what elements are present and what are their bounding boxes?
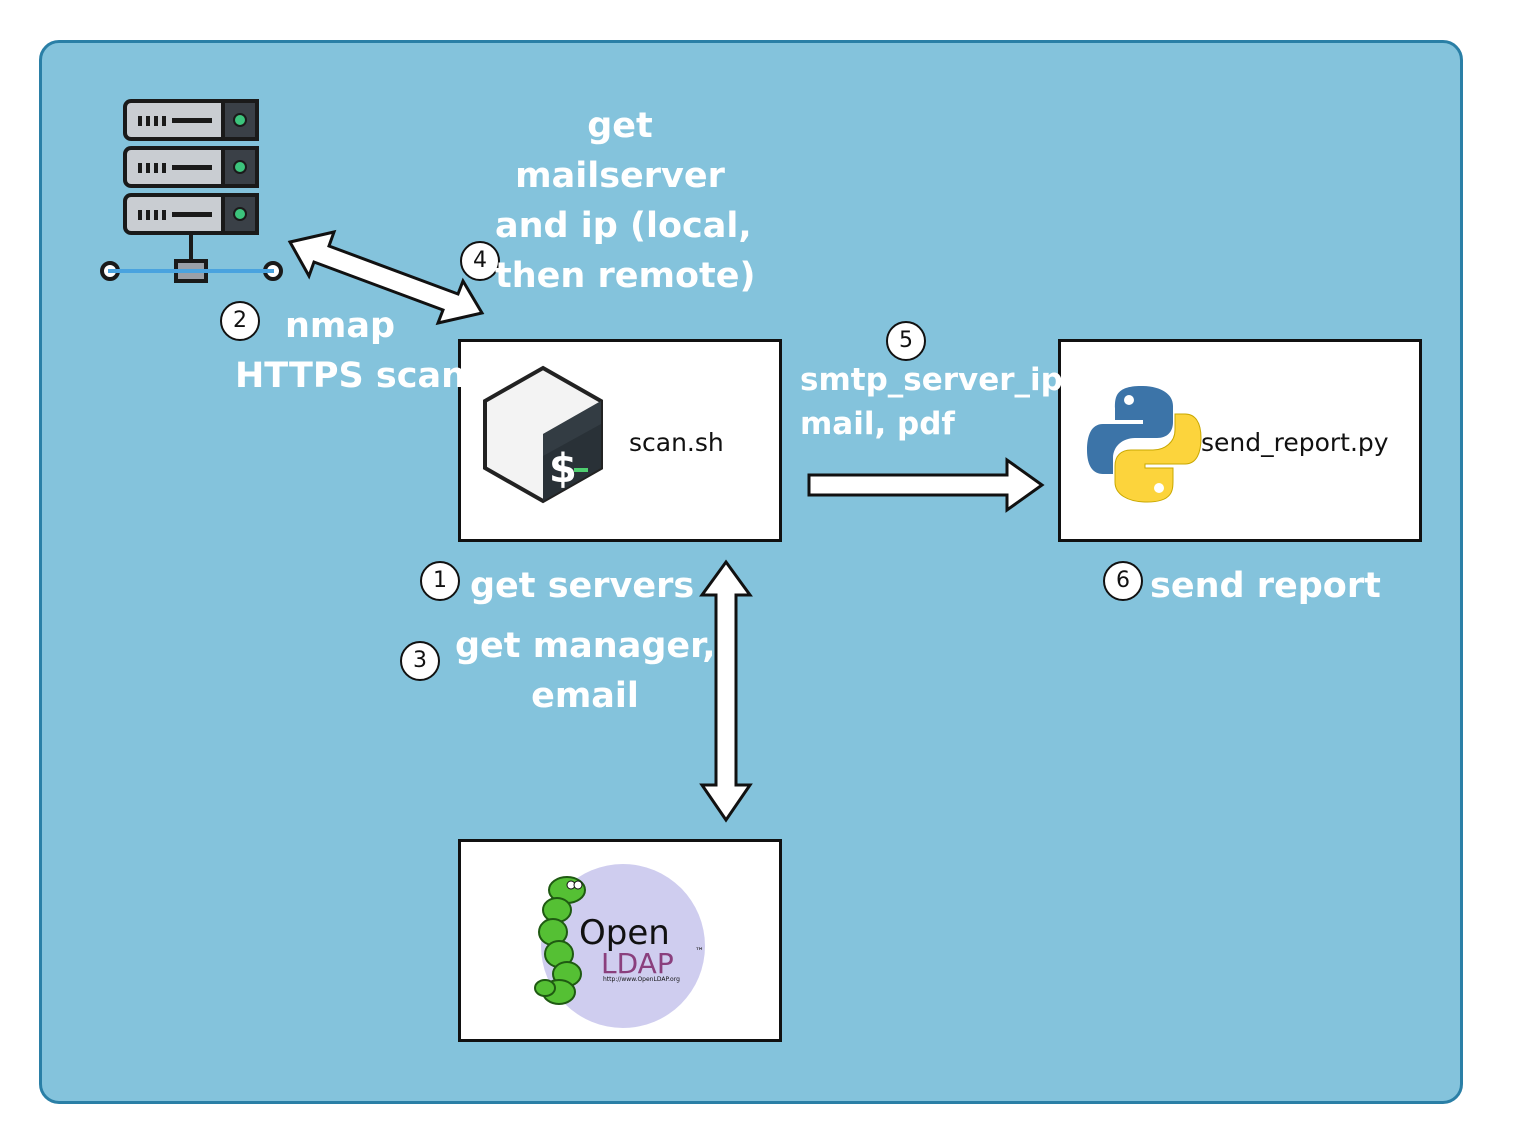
ldap-logo-tm: ™ xyxy=(695,947,704,957)
ldap-logo-ldap: LDAP xyxy=(601,947,674,980)
scan-sh-box[interactable]: $ scan.sh xyxy=(458,339,782,542)
server-rack-icon xyxy=(100,99,283,283)
step-2-label: nmap HTTPS scan xyxy=(235,306,467,396)
bash-icon: $ xyxy=(483,365,603,504)
network-bus xyxy=(108,269,274,273)
svg-text:$: $ xyxy=(549,446,577,492)
openldap-box[interactable]: Open LDAP ™ http://www.OpenLDAP.org xyxy=(458,839,782,1042)
openldap-logo: Open LDAP ™ http://www.OpenLDAP.org xyxy=(534,864,705,1028)
step-6-badge: 6 xyxy=(1103,561,1143,601)
scan-sh-label: scan.sh xyxy=(629,428,724,457)
step-4-label: get mailserver and ip (local, then remot… xyxy=(495,106,756,296)
step-5-badge: 5 xyxy=(886,321,926,361)
python-logo-icon xyxy=(1087,386,1202,503)
arrow-server-scan xyxy=(287,229,485,326)
send-report-box[interactable]: send_report.py xyxy=(1058,339,1422,542)
step-2-badge: 2 xyxy=(220,301,260,341)
ldap-logo-open: Open xyxy=(579,913,670,953)
arrow-scan-send xyxy=(807,457,1045,513)
step-3-badge: 3 xyxy=(400,641,440,681)
step-1-label: get servers xyxy=(470,566,695,606)
step-6-label: send report xyxy=(1150,566,1381,606)
step-3-label: get manager, email xyxy=(455,626,716,716)
ldap-logo-url: http://www.OpenLDAP.org xyxy=(603,976,680,983)
step-4-badge: 4 xyxy=(460,241,500,281)
send-report-label: send_report.py xyxy=(1201,428,1389,457)
arrow-scan-ldap xyxy=(699,559,753,823)
step-5-label: smtp_server_ip, mail, pdf xyxy=(800,362,1075,442)
step-1-badge: 1 xyxy=(420,561,460,601)
